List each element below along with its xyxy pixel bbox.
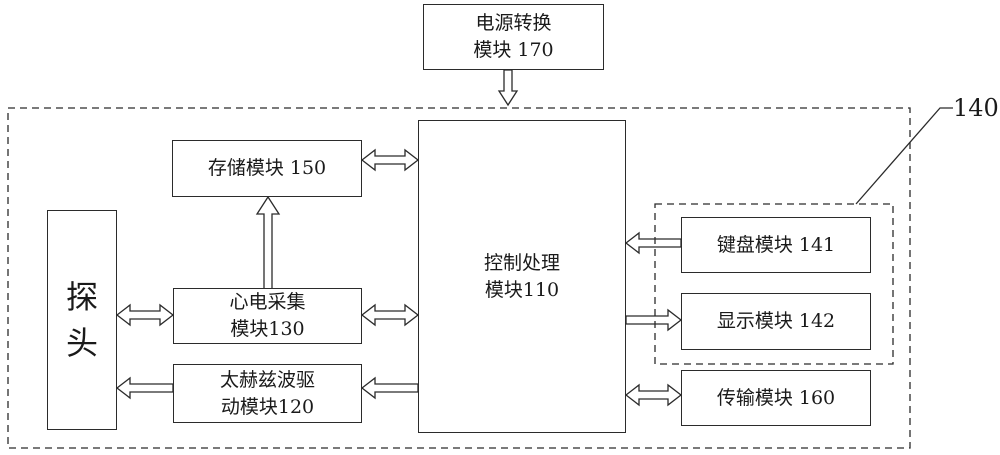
power-conversion-line2: 模块 170 [473, 39, 554, 61]
group-140-callout-label: 140 [953, 94, 999, 122]
terahertz-driver-line2: 动模块120 [220, 395, 315, 418]
arrow-keyboard-to-control [624, 231, 682, 255]
arrow-thz-to-probe [115, 376, 174, 400]
probe-char-1: 探 [65, 278, 98, 316]
display-module-label: 显示模块 142 [716, 310, 836, 332]
keyboard-module-label: 键盘模块 141 [716, 233, 836, 256]
arrow-storage-control [360, 148, 420, 172]
power-conversion-module: 电源转换 模块 170 [423, 4, 604, 70]
arrow-control-transfer [624, 383, 683, 407]
display-module: 显示模块 142 [681, 293, 871, 350]
arrow-ecg-to-storage [255, 195, 281, 288]
probe: 探 头 [47, 210, 117, 430]
arrow-probe-ecg [115, 303, 175, 327]
ecg-acquisition-module: 心电采集 模块130 [173, 288, 362, 344]
ecg-acquisition-line1: 心电采集 [229, 291, 306, 313]
keyboard-module: 键盘模块 141 [681, 217, 871, 273]
transfer-module: 传输模块 160 [681, 370, 871, 426]
probe-char-2: 头 [65, 324, 98, 362]
control-processing-line1: 控制处理 [483, 251, 560, 274]
ecg-acquisition-line2: 模块130 [230, 318, 305, 340]
terahertz-driver-line1: 太赫兹波驱 [219, 368, 315, 391]
control-processing-line2: 模块110 [484, 278, 560, 301]
transfer-module-label: 传输模块 160 [716, 386, 836, 409]
storage-module-label: 存储模块 150 [207, 157, 327, 179]
arrow-control-to-thz [360, 376, 419, 400]
arrow-control-to-display [625, 308, 683, 332]
ui-group-140-boundary [654, 203, 894, 365]
arrow-power-to-control [497, 69, 519, 107]
callout-leader-line [855, 107, 953, 205]
storage-module: 存储模块 150 [172, 140, 362, 197]
system-boundary [7, 107, 911, 449]
control-processing-module: 控制处理 模块110 [418, 120, 626, 433]
power-conversion-line1: 电源转换 [475, 12, 552, 34]
terahertz-driver-module: 太赫兹波驱 动模块120 [173, 364, 362, 423]
arrow-ecg-control [360, 303, 420, 327]
